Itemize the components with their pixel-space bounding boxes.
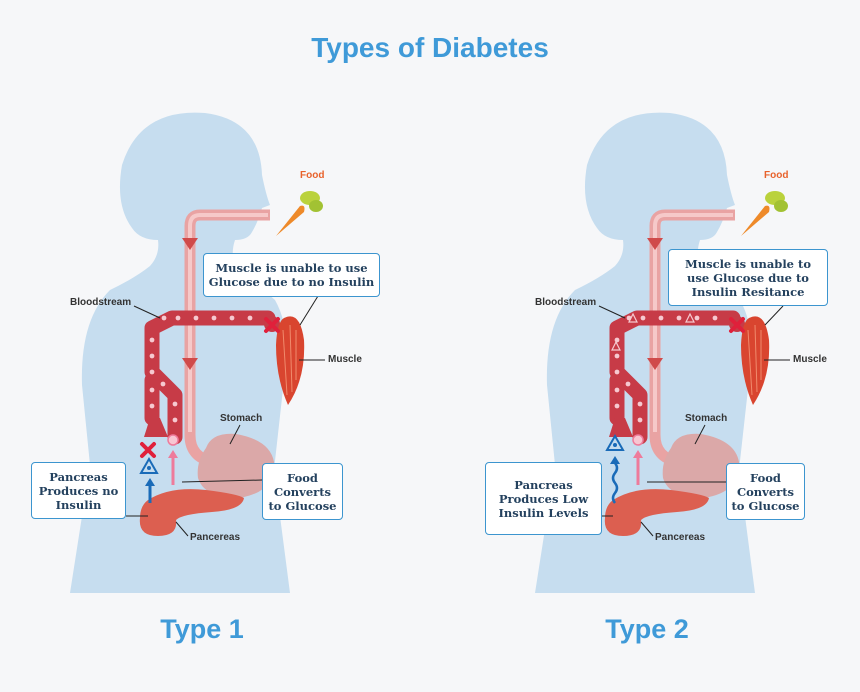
stomach-leader (229, 424, 241, 445)
food-label: Food (300, 170, 325, 181)
glucose-icon (167, 434, 179, 446)
page-title: Types of Diabetes (311, 32, 549, 63)
food-arrow (182, 358, 198, 370)
food-tube-inner (188, 213, 268, 432)
food-callout-box: Food Converts to Glucose (726, 463, 805, 520)
insulin-icon (139, 456, 159, 474)
pancreas-label: Pancereas (190, 532, 241, 543)
glucose-arrow (168, 450, 178, 458)
carrot-icon (741, 191, 788, 236)
carrot-icon (276, 191, 323, 236)
body-illustration (70, 112, 325, 593)
bloodstream-leader (133, 305, 161, 319)
food-label: Food (764, 170, 789, 181)
food-tube-inner (653, 213, 733, 432)
insulin-wavy-arrow (611, 462, 619, 504)
pancreas-leader (640, 521, 654, 537)
stomach-leader (694, 424, 706, 445)
pancreas-leader (175, 521, 189, 537)
insulin-icon (605, 433, 625, 451)
bloodstream-label: Bloodstream (535, 297, 597, 308)
muscle-box-leader (764, 305, 784, 326)
type-1-diagram: Food Bloodstream Muscle Stomach Pancerea… (31, 112, 380, 644)
muscle-striations (282, 324, 297, 396)
glucose-icon (632, 434, 644, 446)
blood-cells (149, 315, 253, 423)
pancreas-label: Pancereas (655, 532, 706, 543)
type-label: Type 2 (605, 614, 689, 644)
insulin-particles (611, 312, 695, 351)
body-silhouette (70, 112, 290, 593)
pancreas-shape (604, 489, 709, 536)
glucose-arrow (633, 450, 643, 458)
muscle-block-icon (729, 317, 745, 333)
pancreas-shape (139, 489, 244, 536)
muscle-box-leader (299, 295, 319, 326)
insulin-arrow (610, 456, 620, 464)
insulin-arrow (145, 478, 155, 486)
bloodstream-label: Bloodstream (70, 297, 132, 308)
pancreas-callout-box: Pancreas Produces no Insulin (31, 462, 126, 519)
muscle-callout-box: Muscle is unable to use Glucose due to n… (203, 253, 380, 297)
stomach-label: Stomach (685, 413, 728, 424)
type-label: Type 1 (160, 614, 244, 644)
stomach-label: Stomach (220, 413, 263, 424)
muscle-label: Muscle (793, 354, 827, 365)
muscle-label: Muscle (328, 354, 362, 365)
food-arrow (647, 238, 663, 250)
blood-cells (614, 315, 718, 423)
muscle-callout-box: Muscle is unable to use Glucose due to I… (668, 249, 828, 306)
muscle-striations (747, 324, 762, 396)
stomach-shape (662, 433, 740, 498)
body-illustration (535, 112, 790, 593)
food-callout-box: Food Converts to Glucose (262, 463, 343, 520)
food-box-leader (181, 479, 263, 483)
bloodstream-leader (598, 305, 626, 319)
type-2-diagram: Food Bloodstream Muscle Stomach Pancerea… (430, 0, 860, 692)
pancreas-callout-box: Pancreas Produces Low Insulin Levels (485, 462, 602, 535)
food-arrow (647, 358, 663, 370)
blocked-icon (140, 442, 156, 458)
food-arrow (182, 238, 198, 250)
muscle-block-icon (264, 317, 280, 333)
insulin-icon (613, 443, 617, 447)
insulin-icon (147, 466, 151, 470)
